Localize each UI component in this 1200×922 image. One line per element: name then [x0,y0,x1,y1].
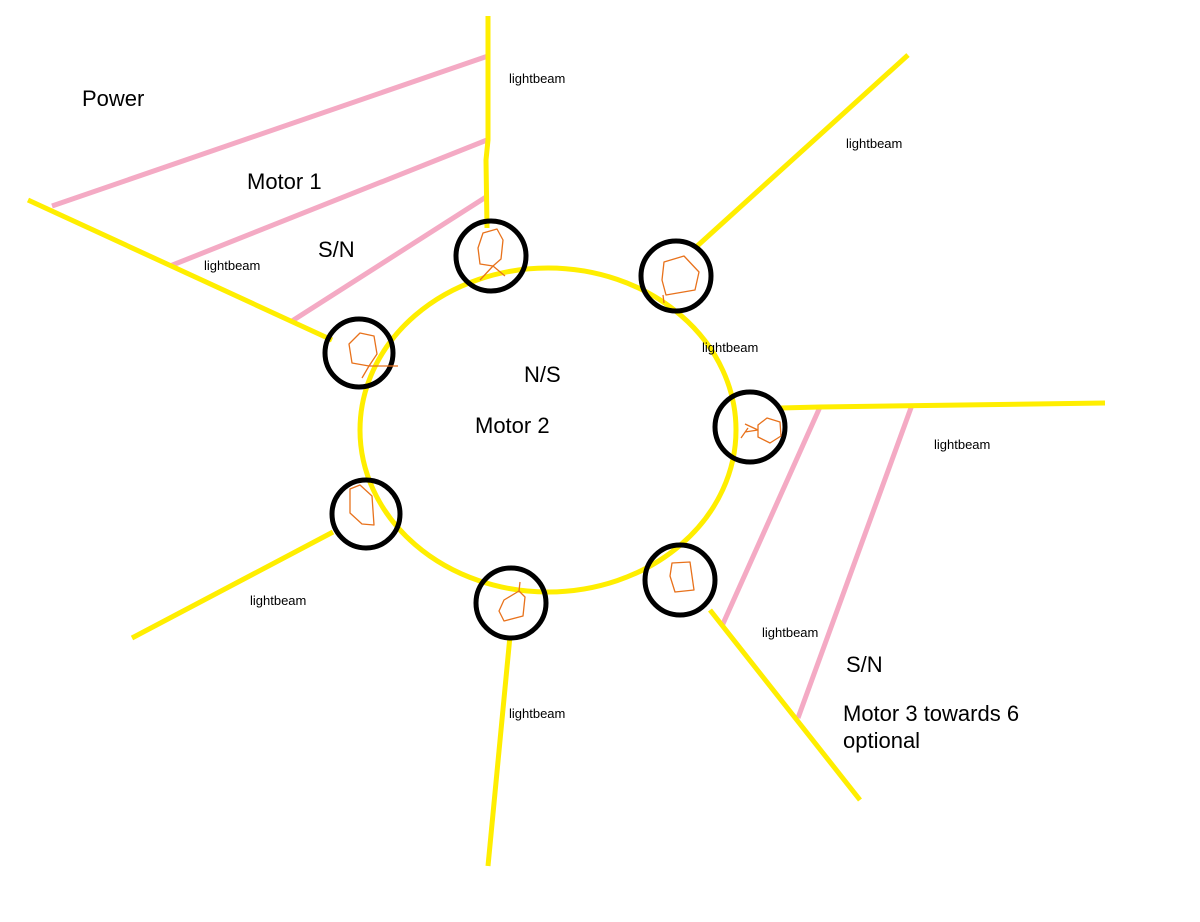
beam-label-lower-left: lightbeam [250,593,306,608]
beam-lower-left [130,529,335,641]
magnet-top [453,218,529,294]
beam-right [779,400,1106,411]
magnet-bottom [473,565,549,641]
beam-label-left-upper: lightbeam [204,258,260,273]
magnet-top-right [638,238,714,314]
wires [51,53,915,719]
label-sn-bottom: S/N [846,652,883,677]
beam-labels: lightbeam lightbeam lightbeam lightbeam … [204,71,990,721]
beam-bottom [485,635,513,867]
beam-label-top: lightbeam [509,71,565,86]
wire-right-outer [795,404,915,719]
sketch-right [740,417,782,444]
magnet-left-lower [329,477,403,551]
beam-top-right [693,53,910,250]
sketch-top [477,228,506,281]
magnet-lower-right [642,542,718,618]
wire-right-inner [719,405,823,628]
magnet-left-upper [322,316,396,390]
beam-label-bottom: lightbeam [509,706,565,721]
sketch-lower-right [669,561,695,593]
label-optional: optional [843,728,920,753]
beam-label-top-right: lightbeam [846,136,902,151]
labels: Power Motor 1 S/N N/S Motor 2 S/N Motor … [82,86,1019,753]
label-motor-2: Motor 2 [475,413,550,438]
beam-top-vertical [483,16,491,229]
wire-power [51,53,489,209]
beam-left-upper [26,197,334,343]
sketch-left-upper [348,332,398,379]
sketch-top-right [661,255,700,304]
magnet-right [712,389,788,465]
sketch-left-lower [349,484,375,526]
rotor-ring [357,265,739,595]
label-motor-3: Motor 3 towards 6 [843,701,1019,726]
magnets [322,218,788,641]
beam-lower-right [708,608,862,802]
beam-label-lower-right: lightbeam [762,625,818,640]
light-beams [26,16,1106,867]
label-ns-center: N/S [524,362,561,387]
label-motor-1: Motor 1 [247,169,322,194]
label-power: Power [82,86,144,111]
beam-label-ring-right: lightbeam [702,340,758,355]
wire-motor1 [169,137,488,269]
beam-label-right: lightbeam [934,437,990,452]
sketch-marks [348,228,782,622]
wire-sn-top [290,194,488,324]
label-sn-top: S/N [318,237,355,262]
sketch-bottom [498,581,526,622]
